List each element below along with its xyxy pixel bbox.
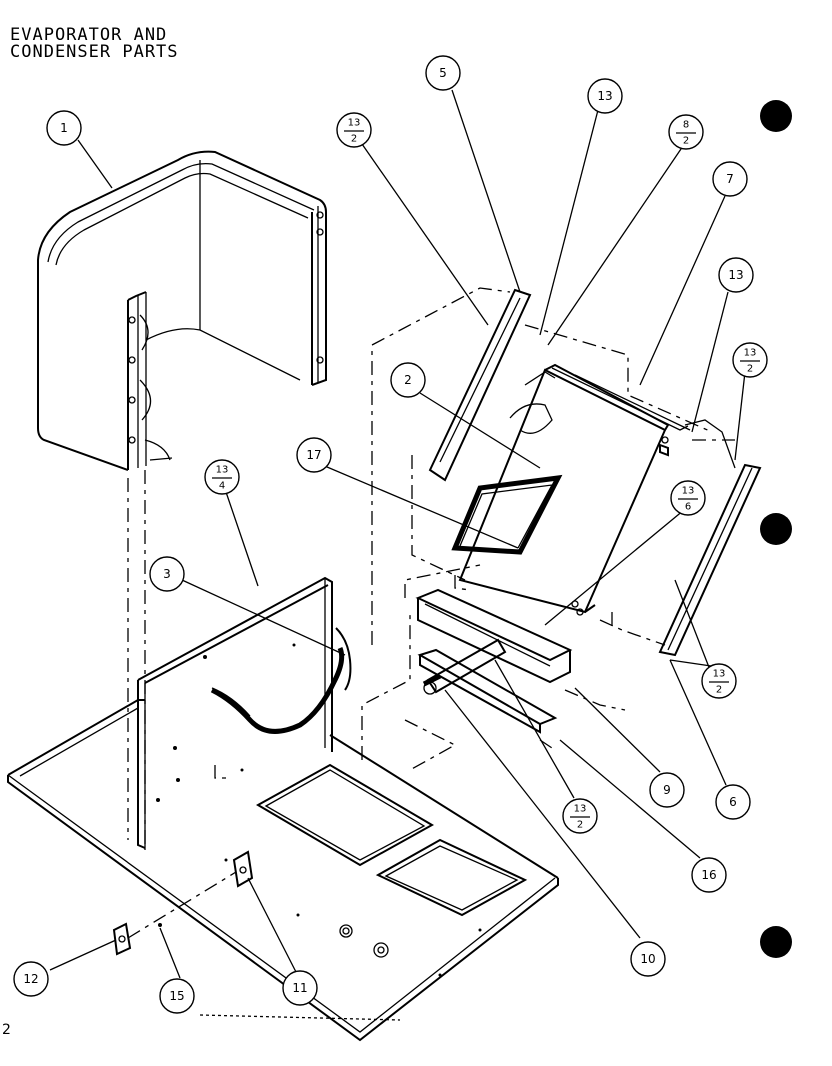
- fraction-numerator: 8: [683, 120, 689, 131]
- callout-3: 3: [149, 556, 185, 592]
- fraction-numerator: 13: [574, 804, 587, 815]
- registration-dot-bottom: [760, 926, 792, 958]
- callout-7: 7: [712, 161, 748, 197]
- fraction-denominator: 2: [747, 364, 753, 375]
- callout-1-label: 1: [60, 121, 68, 135]
- callout-9: 9: [649, 772, 685, 808]
- callout-2-label: 2: [404, 373, 412, 387]
- assembly-center-lines: [127, 287, 713, 1021]
- callout-5: 5: [425, 55, 461, 91]
- condenser-coil-part: [37, 150, 327, 471]
- fraction-callout-13-2-right: 13 2: [732, 342, 768, 378]
- callout-12-label: 12: [23, 972, 38, 986]
- corner-page-mark: 2: [2, 1022, 11, 1038]
- fraction-denominator: 2: [716, 685, 722, 696]
- leader-lines: [49, 89, 746, 979]
- blower-rail-part: [415, 588, 573, 684]
- partition-panel-part: [137, 576, 352, 850]
- callout-12: 12: [13, 961, 49, 997]
- callout-1: 1: [46, 110, 82, 146]
- fraction-numerator: 13: [216, 465, 229, 476]
- callout-11-label: 11: [292, 981, 307, 995]
- fraction-callout-13-6: 13 6: [670, 480, 706, 516]
- fraction-numerator: 13: [713, 669, 726, 680]
- small-brackets-part: [112, 850, 254, 956]
- fraction-denominator: 2: [351, 134, 357, 145]
- callout-7-label: 7: [726, 172, 734, 186]
- callout-2: 2: [390, 362, 426, 398]
- callout-6-lower: 6: [715, 784, 751, 820]
- base-pan-part: [7, 699, 559, 1042]
- callout-9-label: 9: [663, 783, 671, 797]
- diagram-title-line-2: CONDENSER PARTS: [10, 42, 179, 62]
- fraction-numerator: 13: [682, 486, 695, 497]
- fraction-numerator: 13: [348, 118, 361, 129]
- callout-13-right: 13: [718, 257, 754, 293]
- fitting-bushing-part: [422, 638, 507, 695]
- callout-5-label: 5: [439, 66, 447, 80]
- support-channel-part: [417, 648, 558, 734]
- callout-3-label: 3: [163, 567, 171, 581]
- callout-16: 16: [691, 857, 727, 893]
- fraction-denominator: 4: [219, 481, 225, 492]
- callout-11: 11: [282, 970, 318, 1006]
- fraction-callout-8-2: 8 2: [668, 114, 704, 150]
- fraction-numerator: 13: [744, 348, 757, 359]
- callout-13-right-label: 13: [728, 268, 743, 282]
- callout-17-label: 17: [306, 448, 321, 462]
- fraction-callout-13-2-lower-right: 13 2: [701, 663, 737, 699]
- fraction-denominator: 2: [683, 136, 689, 147]
- registration-dot-top: [760, 100, 792, 132]
- callout-13-top: 13: [587, 78, 623, 114]
- callout-13-top-label: 13: [597, 89, 612, 103]
- fraction-denominator: 6: [685, 502, 691, 513]
- fraction-callout-13-2-bottom: 13 2: [562, 798, 598, 834]
- callout-15-label: 15: [169, 989, 184, 1003]
- callout-10: 10: [630, 941, 666, 977]
- callout-17: 17: [296, 437, 332, 473]
- fraction-callout-13-4: 13 4: [204, 459, 240, 495]
- callout-16-label: 16: [701, 868, 716, 882]
- callout-15: 15: [159, 978, 195, 1014]
- drain-pan-part: [451, 474, 563, 555]
- fraction-callout-13-2-top-left: 13 2: [336, 112, 372, 148]
- diagram-title-line-1: EVAPORATOR AND: [10, 25, 168, 45]
- callout-10-label: 10: [640, 952, 655, 966]
- fraction-denominator: 2: [577, 820, 583, 831]
- registration-dot-middle: [760, 513, 792, 545]
- callout-6-label: 6: [729, 795, 737, 809]
